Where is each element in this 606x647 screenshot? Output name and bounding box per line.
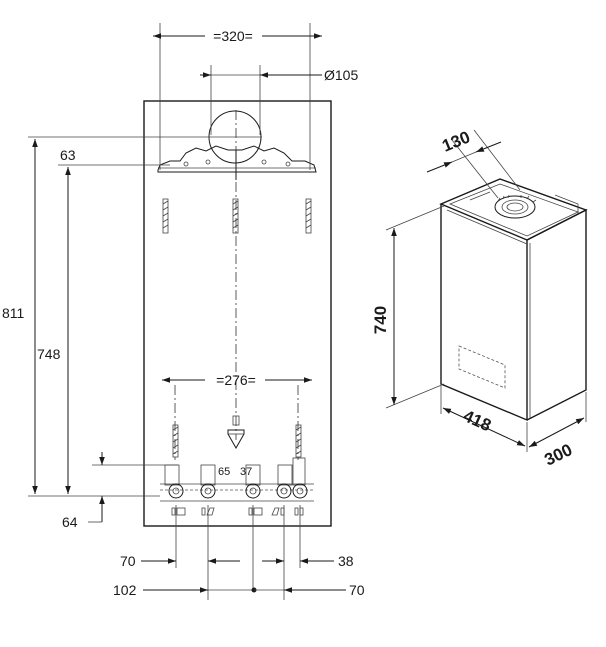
- upper-wall-plugs: [162, 198, 312, 234]
- connection-gas: [245, 483, 261, 499]
- dim-right-38-label: 38: [338, 553, 354, 569]
- dim-iso-height: 740: [371, 205, 445, 409]
- dim-iso-height-label: 740: [371, 306, 390, 334]
- mounting-bracket: [157, 145, 317, 173]
- dim-left-102-label: 102: [113, 582, 137, 598]
- dim-lower-spacing-label: =276=: [216, 372, 256, 388]
- dim-left-70-label: 70: [120, 553, 136, 569]
- dim-iso-depth-label: 300: [541, 440, 575, 470]
- front-view: =320= Ø105 811 63 748: [2, 23, 365, 600]
- dim-right-38: 38: [262, 553, 354, 569]
- lower-wall-plugs: [172, 385, 302, 460]
- dim-conn-b-label: 37: [240, 466, 252, 478]
- connection-symbols: [171, 507, 304, 516]
- iso-side-face: [526, 208, 587, 421]
- dim-flue-diameter-label: Ø105: [324, 67, 358, 83]
- dim-right-70: 70: [254, 582, 365, 598]
- dim-total-height-label: 811: [2, 305, 25, 321]
- connection-strip: [160, 457, 314, 516]
- dim-bracket-height-label: 748: [37, 346, 61, 362]
- dim-top-offset: 63: [58, 147, 170, 166]
- dim-right-70-label: 70: [349, 582, 365, 598]
- connection-heating-flow: [168, 483, 184, 499]
- dim-iso-flue-width: 130: [426, 127, 521, 199]
- iso-view: 130 740 418 300: [371, 127, 588, 470]
- dim-bracket-height: 748: [37, 167, 71, 494]
- dim-iso-width-label: 418: [460, 406, 494, 435]
- boiler-front-outline: [143, 100, 332, 527]
- iso-flue-outlet: [494, 195, 536, 219]
- dim-lower-spacing: =276=: [162, 372, 312, 388]
- connection-hot-water: [200, 483, 216, 499]
- connection-heating-return: [292, 483, 308, 499]
- dim-iso-flue-width-label: 130: [439, 127, 472, 155]
- dim-flue-spacing-label: =320=: [213, 28, 253, 44]
- hanging-hook: [227, 415, 245, 450]
- dim-bottom-offset-label: 64: [62, 514, 78, 530]
- iso-front-face: [440, 204, 528, 422]
- dim-flue-spacing: =320=: [153, 23, 322, 170]
- dim-iso-depth: 300: [528, 392, 587, 470]
- dim-total-height: 811: [2, 136, 262, 497]
- dim-iso-width: 418: [440, 386, 528, 452]
- dim-left-102: 102: [113, 582, 257, 598]
- dim-bottom-offset: 64: [62, 452, 178, 530]
- dim-top-offset-label: 63: [60, 147, 76, 163]
- dim-conn-a-label: 65: [218, 466, 230, 478]
- iso-hidden-panel: [458, 345, 506, 389]
- connection-cold-water: [276, 483, 292, 499]
- dim-left-70: 70: [120, 553, 240, 569]
- dim-flue-diameter: Ø105: [200, 65, 358, 135]
